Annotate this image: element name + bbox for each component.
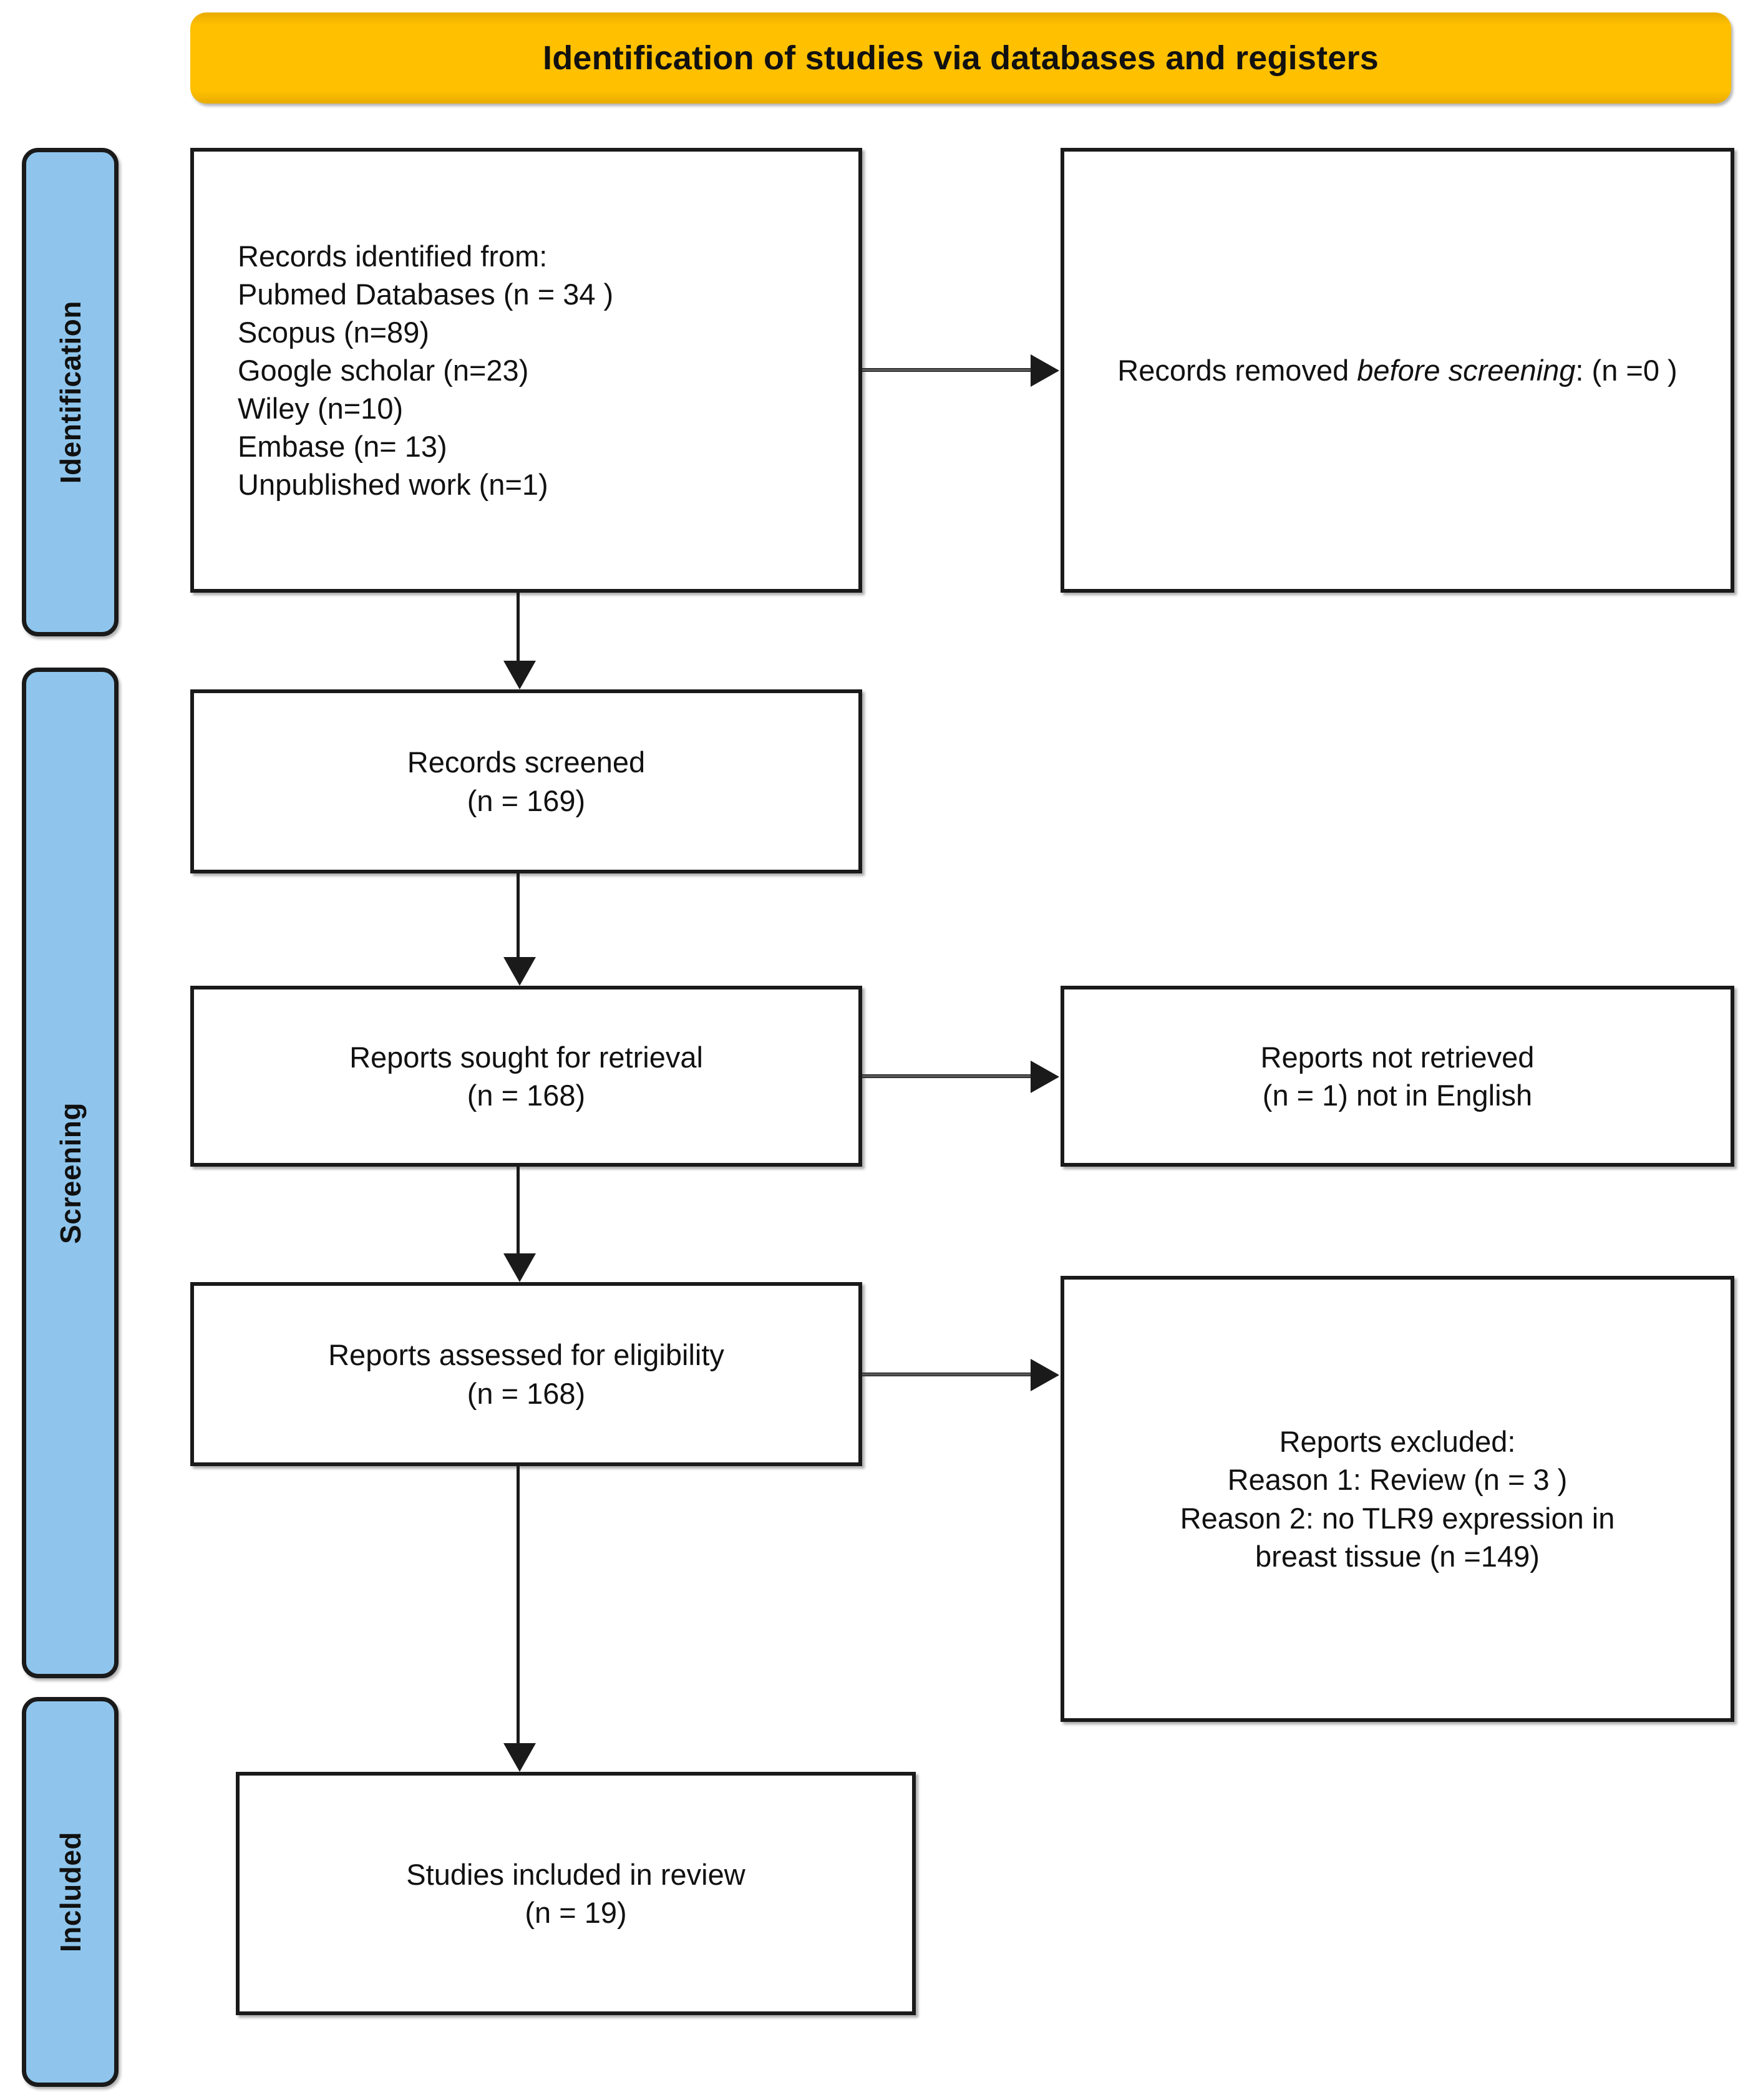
box-reports-sought-text: Reports sought for retrieval (n = 168): [211, 1038, 841, 1114]
records-identified-line-1: Pubmed Databases (n = 34 ): [238, 277, 614, 311]
box-records-identified: Records identified from: Pubmed Database…: [190, 148, 862, 593]
records-identified-line-5: Embase (n= 13): [238, 430, 447, 464]
reports-excluded-line-4: breast tissue (n =149): [1255, 1539, 1540, 1573]
studies-included-line-2: (n = 19): [525, 1896, 627, 1929]
box-studies-included: Studies included in review (n = 19): [236, 1772, 916, 2015]
reports-sought-line-2: (n = 168): [467, 1079, 586, 1112]
arrowhead-down-assessed-to-included: [503, 1743, 536, 1772]
connector-assessed-to-included-line: [517, 1466, 520, 1744]
stage-label-identification: Identification: [22, 148, 119, 636]
box-records-removed: Records removed before screening: (n =0 …: [1061, 148, 1734, 593]
records-identified-line-2: Scopus (n=89): [238, 315, 429, 349]
stage-label-screening: Screening: [22, 668, 119, 1678]
reports-sought-line-1: Reports sought for retrieval: [349, 1040, 703, 1074]
records-identified-line-6: Unpublished work (n=1): [238, 468, 548, 502]
arrowhead-down-sought-to-assessed: [503, 1253, 536, 1282]
records-removed-prefix: Records removed: [1117, 353, 1357, 387]
records-removed-italic: before screening: [1357, 353, 1576, 387]
stage-label-screening-text: Screening: [54, 1102, 87, 1244]
reports-not-retrieved-line-2: (n = 1) not in English: [1262, 1079, 1533, 1112]
arrowhead-down-identified-to-screened: [503, 661, 536, 689]
connector-sought-to-assessed-line: [517, 1167, 520, 1254]
box-records-identified-text: Records identified from: Pubmed Database…: [211, 237, 841, 504]
connector-sought-to-not-retrieved-line: [862, 1074, 1032, 1078]
box-reports-not-retrieved-text: Reports not retrieved (n = 1) not in Eng…: [1082, 1038, 1713, 1114]
banner-identification-header: Identification of studies via databases …: [190, 12, 1731, 104]
box-studies-included-text: Studies included in review (n = 19): [257, 1855, 895, 1932]
records-identified-line-3: Google scholar (n=23): [238, 353, 529, 387]
box-records-screened-text: Records screened (n = 169): [211, 743, 841, 819]
records-screened-line-2: (n = 169): [467, 784, 586, 817]
box-reports-excluded-text: Reports excluded: Reason 1: Review (n = …: [1082, 1422, 1713, 1575]
stage-label-identification-text: Identification: [54, 300, 87, 484]
studies-included-line-1: Studies included in review: [406, 1857, 745, 1891]
records-removed-suffix: : (n =0 ): [1575, 353, 1678, 387]
box-reports-sought: Reports sought for retrieval (n = 168): [190, 986, 862, 1167]
reports-excluded-line-1: Reports excluded:: [1279, 1425, 1516, 1459]
banner-title: Identification of studies via databases …: [543, 39, 1379, 77]
box-records-removed-text: Records removed before screening: (n =0 …: [1082, 351, 1713, 389]
box-reports-assessed: Reports assessed for eligibility (n = 16…: [190, 1282, 862, 1466]
connector-identified-to-removed-line: [862, 368, 1032, 372]
stage-label-included: Included: [22, 1697, 119, 2087]
connector-screened-to-sought-line: [517, 873, 520, 958]
records-screened-line-1: Records screened: [407, 746, 646, 779]
connector-identified-to-screened-line: [517, 593, 520, 663]
reports-excluded-line-3: Reason 2: no TLR9 expression in: [1180, 1501, 1615, 1535]
records-identified-line-4: Wiley (n=10): [238, 392, 404, 425]
arrowhead-right-assessed-to-excluded: [1031, 1359, 1059, 1391]
connector-assessed-to-excluded-line: [862, 1373, 1032, 1376]
reports-not-retrieved-line-1: Reports not retrieved: [1260, 1040, 1535, 1074]
reports-assessed-line-1: Reports assessed for eligibility: [328, 1338, 724, 1372]
reports-excluded-line-2: Reason 1: Review (n = 3 ): [1227, 1463, 1568, 1497]
box-reports-excluded: Reports excluded: Reason 1: Review (n = …: [1061, 1276, 1734, 1722]
stage-label-included-text: Included: [54, 1831, 87, 1953]
records-identified-line-0: Records identified from:: [238, 239, 548, 273]
arrowhead-right-sought-to-not-retrieved: [1031, 1061, 1059, 1093]
reports-assessed-line-2: (n = 168): [467, 1376, 586, 1410]
arrowhead-down-screened-to-sought: [503, 957, 536, 986]
box-reports-assessed-text: Reports assessed for eligibility (n = 16…: [211, 1336, 841, 1412]
box-records-screened: Records screened (n = 169): [190, 689, 862, 873]
box-reports-not-retrieved: Reports not retrieved (n = 1) not in Eng…: [1061, 986, 1734, 1167]
arrowhead-right-identified-to-removed: [1031, 354, 1059, 387]
